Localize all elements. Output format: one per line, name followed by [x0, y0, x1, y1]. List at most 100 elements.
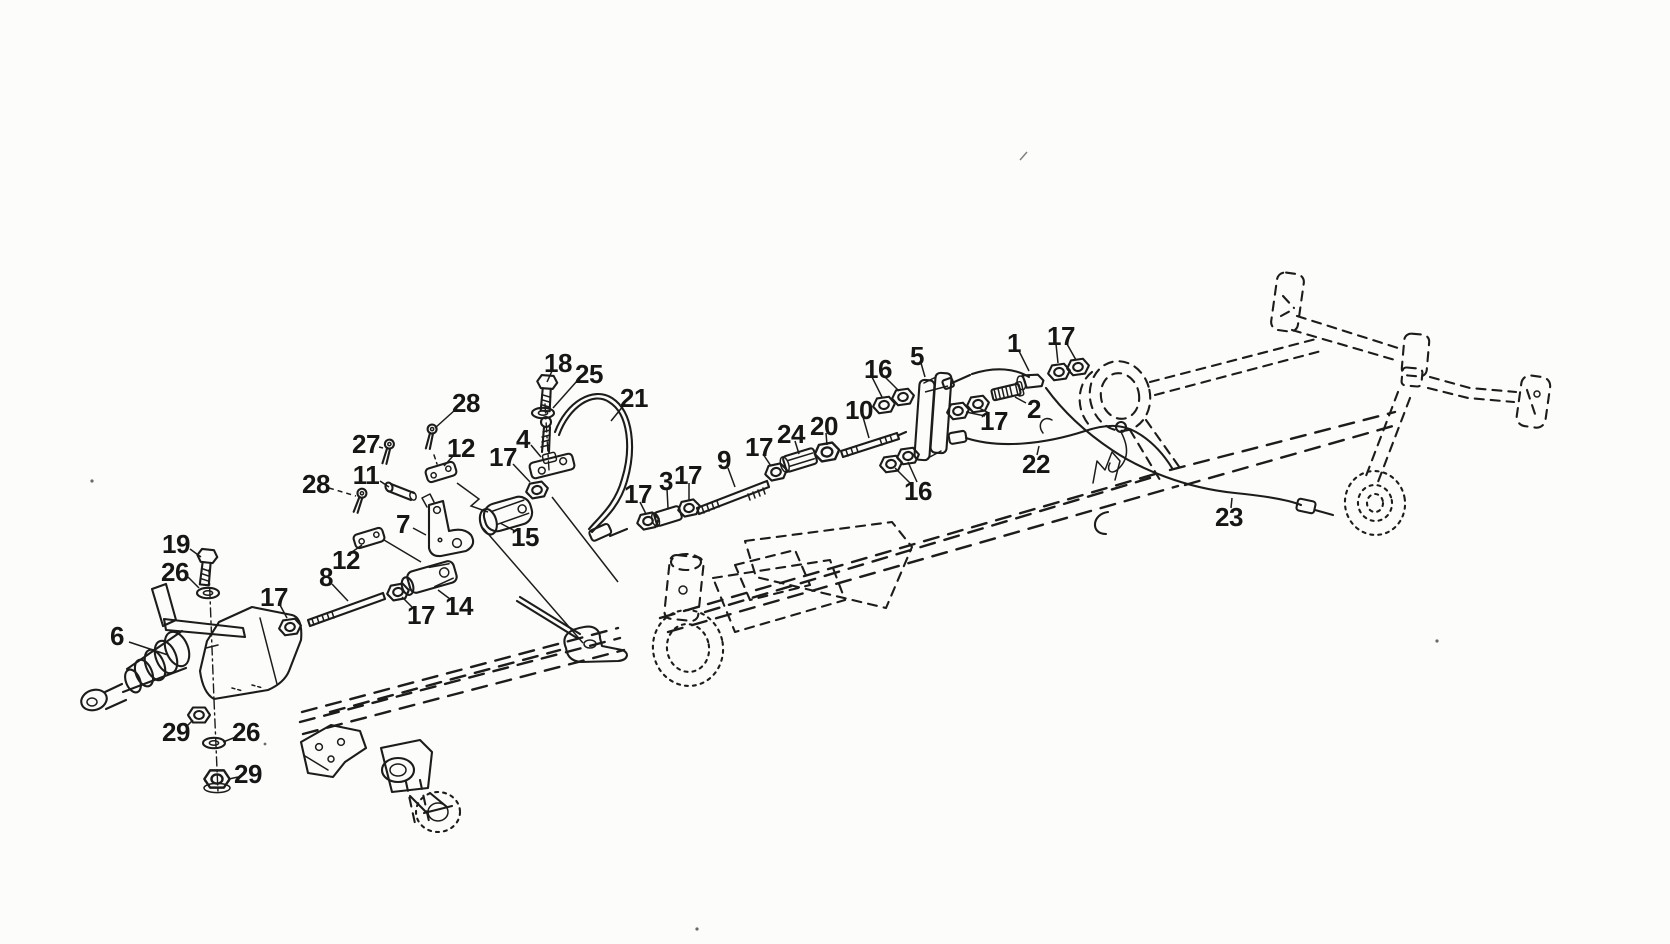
callout-label-5: 5: [910, 341, 924, 371]
cable-22: [947, 368, 1174, 470]
cable-end-1-icon: [1016, 373, 1045, 391]
cable-23: [1044, 386, 1335, 517]
leader-line: [1230, 497, 1233, 509]
callout-label-7: 7: [396, 509, 410, 539]
leader-line: [401, 596, 414, 609]
lever-mount-bracket: [515, 595, 628, 664]
callout-label-26: 26: [161, 557, 189, 587]
rod-8: [306, 591, 387, 628]
callout-label-2: 2: [1027, 394, 1041, 424]
small-bolt-icon: [924, 373, 972, 393]
callout-label-29: 29: [162, 717, 190, 747]
leader-line: [512, 463, 531, 483]
nut-29-upper-icon: [186, 706, 212, 724]
coupling-bracket: [299, 723, 368, 779]
leader-line: [871, 376, 883, 398]
callout-label-16: 16: [904, 476, 932, 506]
washer-26-upper-icon: [195, 586, 221, 600]
bellows: [121, 629, 191, 694]
callout-label-18: 18: [544, 348, 572, 378]
callout-label-3: 3: [659, 466, 673, 496]
rod-9: [695, 479, 771, 516]
suspension-unit: [1270, 271, 1552, 429]
leader-line: [610, 404, 625, 422]
callout-label-15: 15: [511, 522, 539, 552]
callout-label-16: 16: [864, 354, 892, 384]
leader-line: [222, 736, 237, 743]
nut-17-icon: [384, 581, 412, 603]
centerline: [208, 569, 219, 793]
washer-26-lower-icon: [201, 736, 227, 750]
leader-line: [762, 453, 772, 467]
cable-guide-bracket: [1092, 451, 1121, 484]
callout-label-28: 28: [302, 469, 330, 499]
callout-label-28: 28: [452, 388, 480, 418]
floor-panel: [733, 548, 812, 602]
floor-panel: [711, 558, 847, 634]
callout-label-24: 24: [777, 419, 806, 449]
callout-label-17: 17: [980, 406, 1008, 436]
leader-line: [978, 407, 990, 414]
bracket-4: [528, 451, 576, 480]
leader-line: [794, 440, 800, 455]
damper-assembly: [80, 547, 387, 794]
stud: [539, 415, 553, 454]
leader-line: [379, 480, 390, 488]
callout-label-25: 25: [575, 359, 603, 389]
leader-line: [279, 604, 288, 619]
leader-line: [378, 446, 384, 449]
leader-line: [884, 376, 900, 392]
callout-label-17: 17: [489, 442, 517, 472]
leader-line: [727, 467, 736, 488]
leader-line: [639, 501, 647, 515]
leader-line: [1018, 350, 1030, 372]
jockey-wheel: [379, 738, 462, 834]
leader-line: [499, 522, 516, 532]
c-bracket: [1093, 510, 1110, 536]
callout-label-20: 20: [810, 411, 838, 441]
cotter-pin-28-lower-icon: [351, 486, 369, 515]
leader-line: [530, 444, 542, 458]
leader-line: [894, 467, 912, 485]
leader-line: [185, 719, 194, 728]
callout-label-14: 14: [445, 591, 474, 621]
callout-label-1: 1: [1007, 328, 1021, 358]
far-brake-drum: [1078, 360, 1182, 482]
nut-17-icon: [523, 479, 551, 501]
leader-line: [189, 548, 202, 558]
callout-label-26: 26: [232, 717, 260, 747]
callout-label-10: 10: [845, 395, 873, 425]
callout-label-8: 8: [319, 562, 333, 592]
leader-line: [351, 544, 363, 553]
locator-lines: [383, 482, 619, 644]
leader-line: [328, 487, 357, 497]
leader-line: [128, 641, 169, 656]
leader-line: [825, 432, 828, 446]
leader-line: [546, 370, 553, 383]
callout-label-17: 17: [1047, 321, 1075, 351]
leader-line: [666, 488, 669, 509]
leader-line: [228, 776, 239, 780]
callout-label-6: 6: [110, 621, 124, 651]
equalizer-15: [478, 495, 534, 536]
leader-line: [1014, 396, 1027, 404]
callout-label-19: 19: [162, 529, 190, 559]
right-wheel-drum: [1343, 390, 1412, 536]
callout-label-17: 17: [674, 460, 702, 490]
leader-line: [443, 455, 454, 467]
callout-label-21: 21: [620, 383, 648, 413]
leader-line: [412, 527, 427, 536]
key-pin-27-icon: [380, 437, 396, 466]
leader-line: [965, 411, 986, 417]
bracket-7: [421, 493, 475, 558]
callout-label-12: 12: [447, 433, 475, 463]
leader-line: [1036, 445, 1040, 456]
chassis-reference: [90, 151, 1552, 931]
cable-21: [553, 392, 633, 542]
callout-label-4: 4: [516, 424, 531, 454]
nut-16-icon: [878, 453, 904, 475]
callout-label-17: 17: [407, 600, 435, 630]
callout-label-17: 17: [260, 582, 288, 612]
